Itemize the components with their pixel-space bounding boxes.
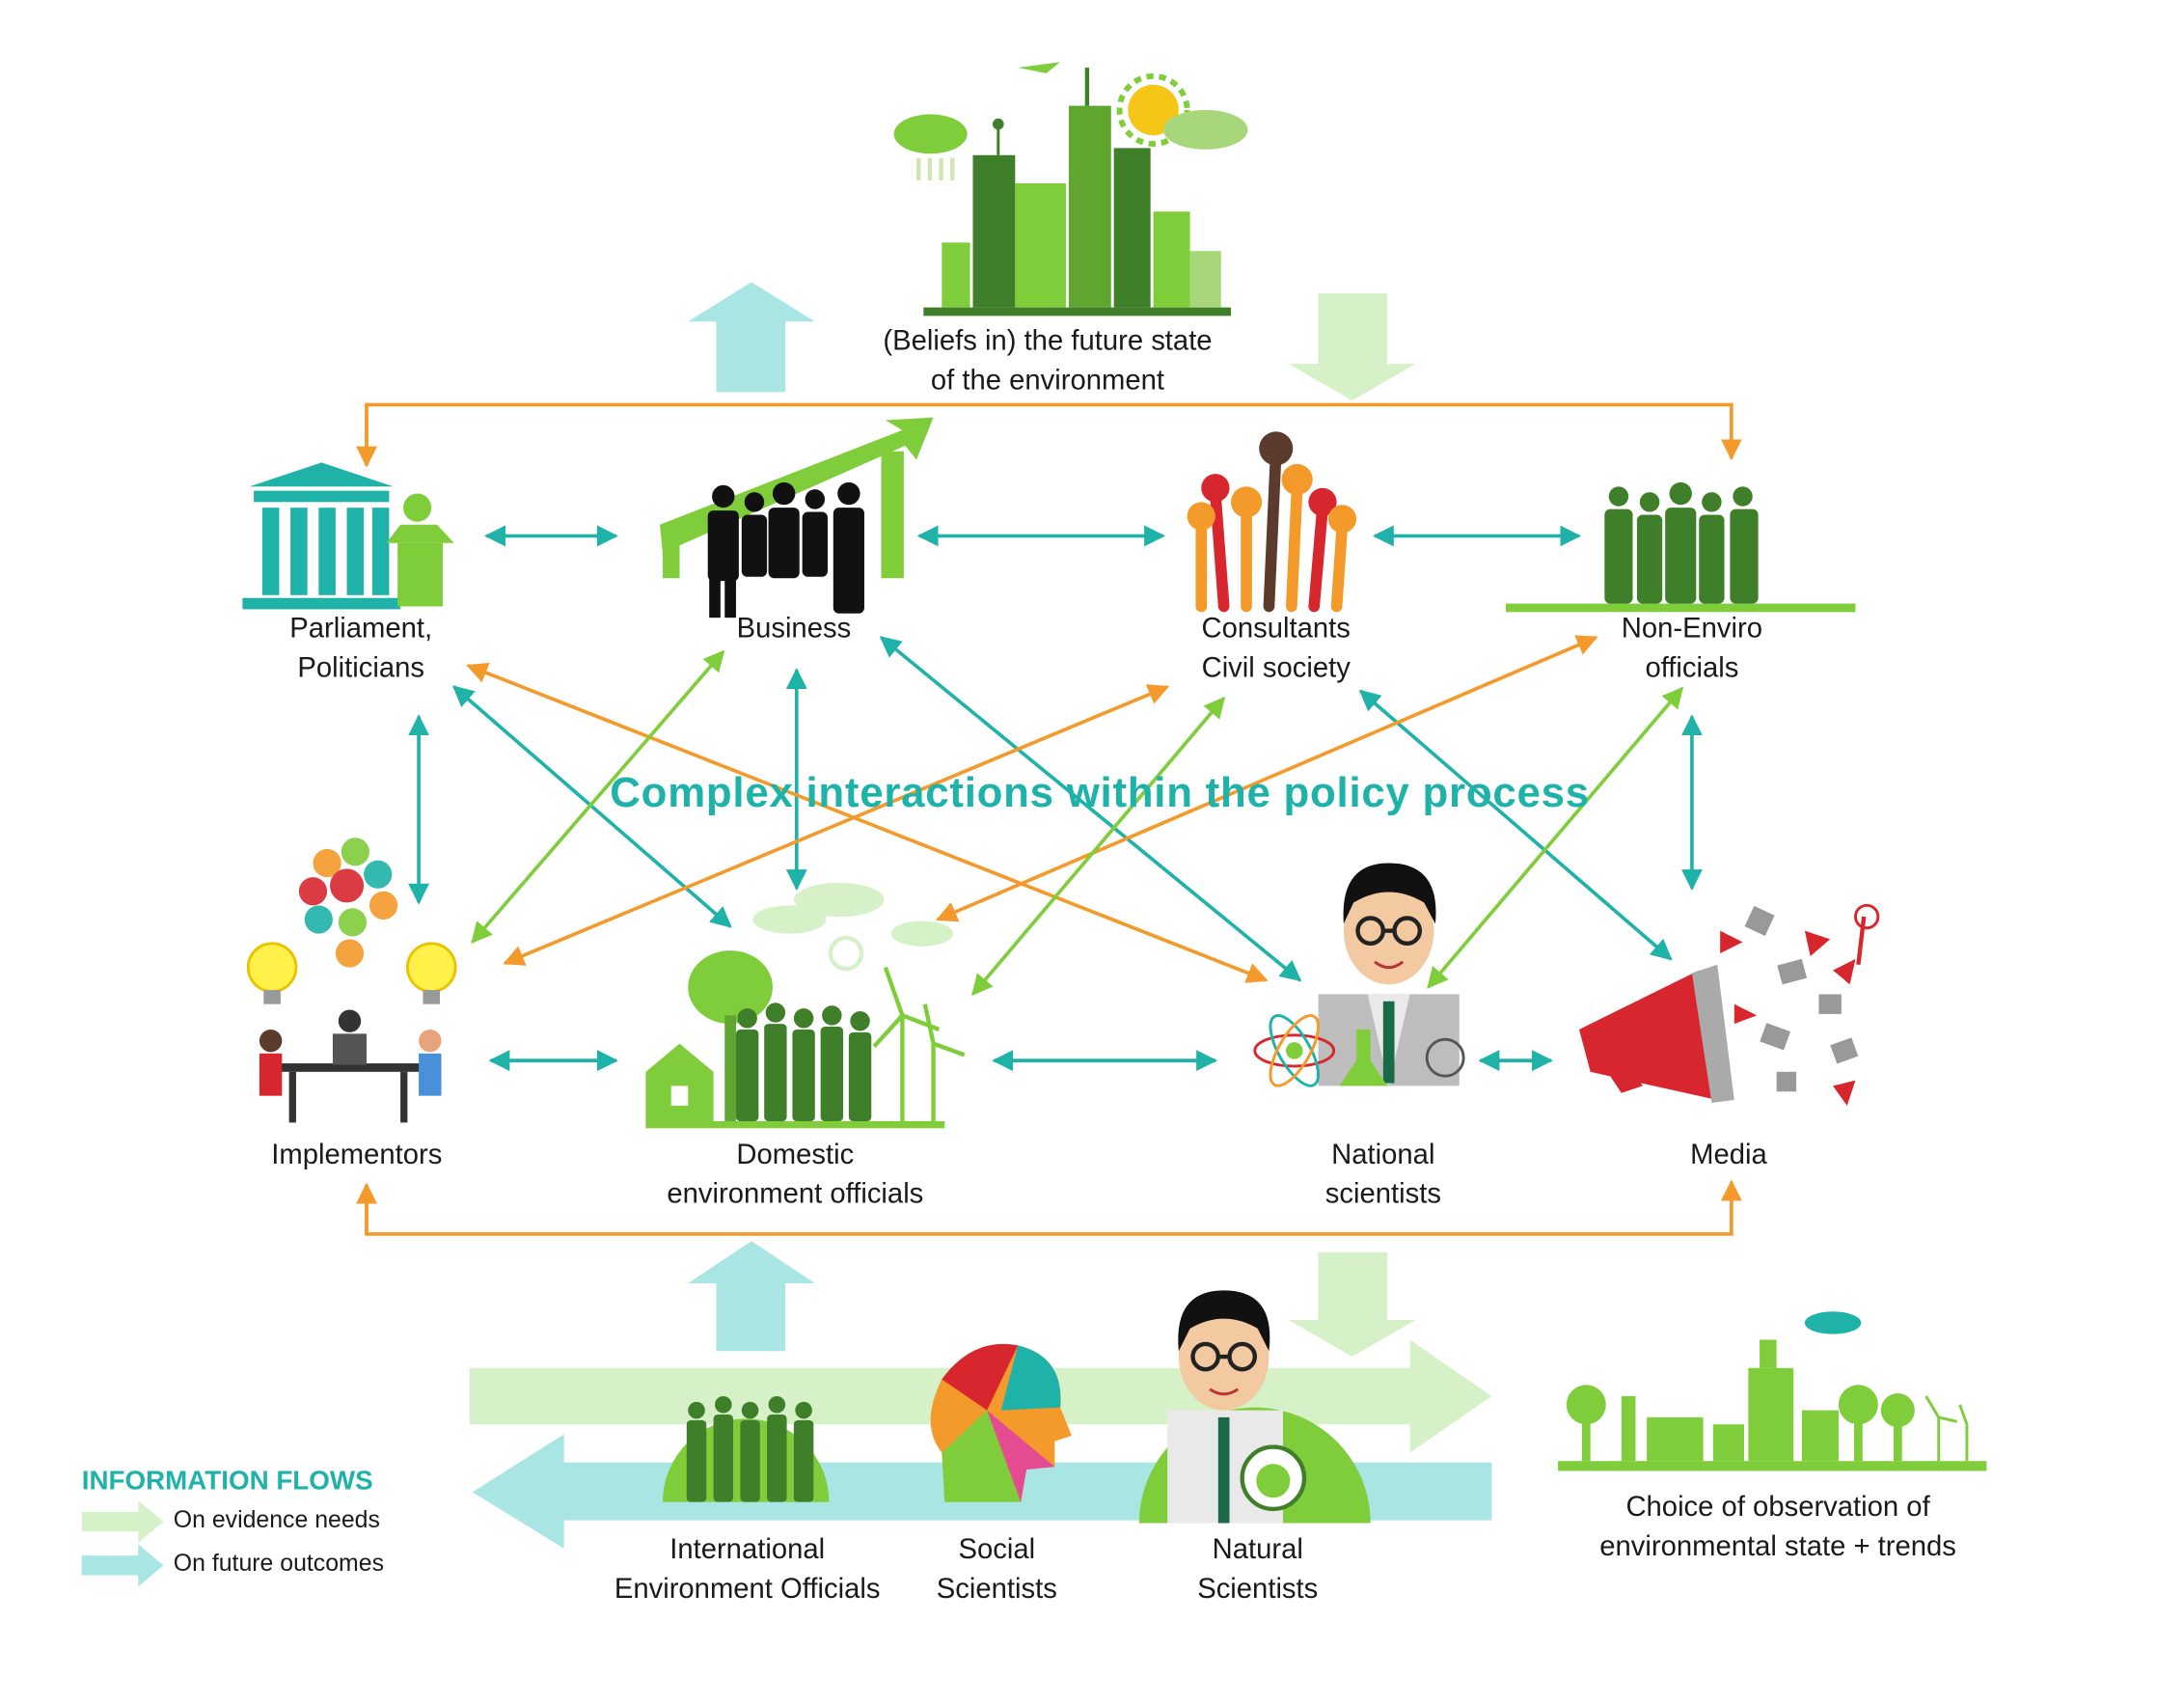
megaphone-icon [1578, 903, 1880, 1106]
lightbulb-icon [246, 838, 457, 1123]
label-international: International Environment Officials [614, 1534, 881, 1606]
head-icon [930, 1343, 1072, 1502]
label-social-scientists: Social Scientists [936, 1534, 1057, 1606]
hands-icon [1187, 431, 1357, 613]
business-icon [660, 417, 934, 618]
label-domestic: Domestic environment officials [667, 1139, 924, 1211]
legend-arrows [81, 1500, 164, 1587]
diagram-title: Complex interactions within the policy p… [610, 770, 1590, 817]
label-business: Business [736, 613, 852, 645]
orange-frame [356, 402, 1742, 1236]
natural-scientist-icon [1138, 1290, 1371, 1524]
officials-icon [1505, 481, 1856, 613]
label-non-enviro: Non-Enviro officials [1621, 613, 1763, 684]
globe-icon [662, 1395, 830, 1502]
label-implementors: Implementors [271, 1139, 443, 1171]
label-natural-scientists: Natural Scientists [1197, 1534, 1319, 1606]
label-media: Media [1690, 1139, 1767, 1171]
legend-future-outcomes: On future outcomes [173, 1550, 385, 1578]
city-icon [893, 62, 1248, 316]
factory-icon [1558, 1311, 1987, 1471]
label-future-state: (Beliefs in) the future state of the env… [883, 325, 1213, 397]
label-national-scientists: National scientists [1324, 1139, 1441, 1211]
scientist-icon [1253, 863, 1465, 1087]
label-observation: Choice of observation of environmental s… [1599, 1492, 1956, 1563]
label-parliament: Parliament, Politicians [289, 613, 433, 684]
label-consultants: Consultants Civil society [1201, 613, 1351, 684]
legend-title: INFORMATION FLOWS [81, 1467, 373, 1497]
parliament-icon [242, 462, 454, 610]
legend-evidence-needs: On evidence needs [173, 1505, 380, 1533]
green-arrows [471, 649, 1684, 997]
forest-icon [645, 882, 966, 1129]
